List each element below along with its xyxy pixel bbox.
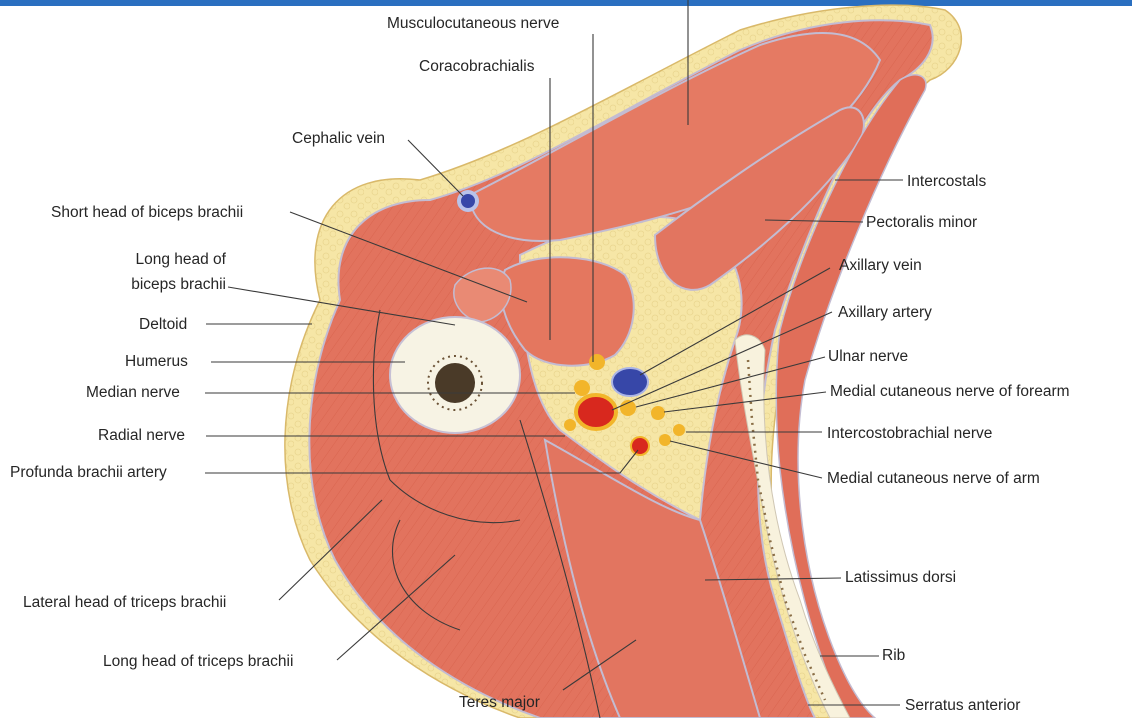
label-teres-major: Teres major	[459, 693, 540, 712]
label-deltoid: Deltoid	[139, 315, 187, 334]
label-long-head-triceps: Long head of triceps brachii	[103, 652, 293, 671]
label-cephalic-vein: Cephalic vein	[292, 129, 385, 148]
label-axillary-vein: Axillary vein	[839, 256, 922, 275]
label-radial-nerve: Radial nerve	[98, 426, 185, 445]
label-axillary-artery: Axillary artery	[838, 303, 932, 322]
median-nerve-dot	[574, 380, 590, 396]
label-ulnar-nerve: Ulnar nerve	[828, 347, 908, 366]
radial-nerve-dot	[564, 419, 576, 431]
humerus-marrow	[435, 363, 475, 403]
med-cut-forearm-dot	[651, 406, 665, 420]
label-pectoralis-minor: Pectoralis minor	[866, 213, 977, 232]
med-cut-arm-dot	[659, 434, 671, 446]
axillary-artery-vessel	[576, 395, 616, 429]
label-median-nerve: Median nerve	[86, 383, 180, 402]
label-long-head-biceps-1: Long head of	[100, 250, 226, 269]
label-intercostals: Intercostals	[907, 172, 986, 191]
label-profunda-brachii-artery: Profunda brachii artery	[10, 463, 167, 482]
label-medial-cutaneous-arm: Medial cutaneous nerve of arm	[827, 469, 1040, 488]
top-bar	[0, 0, 1132, 6]
label-rib: Rib	[882, 646, 905, 665]
label-latissimus-dorsi: Latissimus dorsi	[845, 568, 956, 587]
label-musculocutaneous-nerve: Musculocutaneous nerve	[387, 14, 559, 33]
musculocutaneous-nerve-dot	[589, 354, 605, 370]
label-long-head-biceps-2: biceps brachii	[100, 275, 226, 294]
cephalic-vein-lumen	[461, 194, 475, 208]
label-medial-cutaneous-forearm: Medial cutaneous nerve of forearm	[830, 382, 1070, 401]
profunda-artery-dot	[631, 437, 649, 455]
axillary-vein-vessel	[612, 368, 648, 396]
label-short-head-biceps: Short head of biceps brachii	[51, 203, 243, 222]
label-coracobrachialis: Coracobrachialis	[419, 57, 534, 76]
label-serratus-anterior: Serratus anterior	[905, 696, 1020, 715]
label-humerus: Humerus	[125, 352, 188, 371]
intercostobrachial-dot	[673, 424, 685, 436]
label-intercostobrachial-nerve: Intercostobrachial nerve	[827, 424, 992, 443]
label-lateral-head-triceps: Lateral head of triceps brachii	[23, 593, 226, 612]
